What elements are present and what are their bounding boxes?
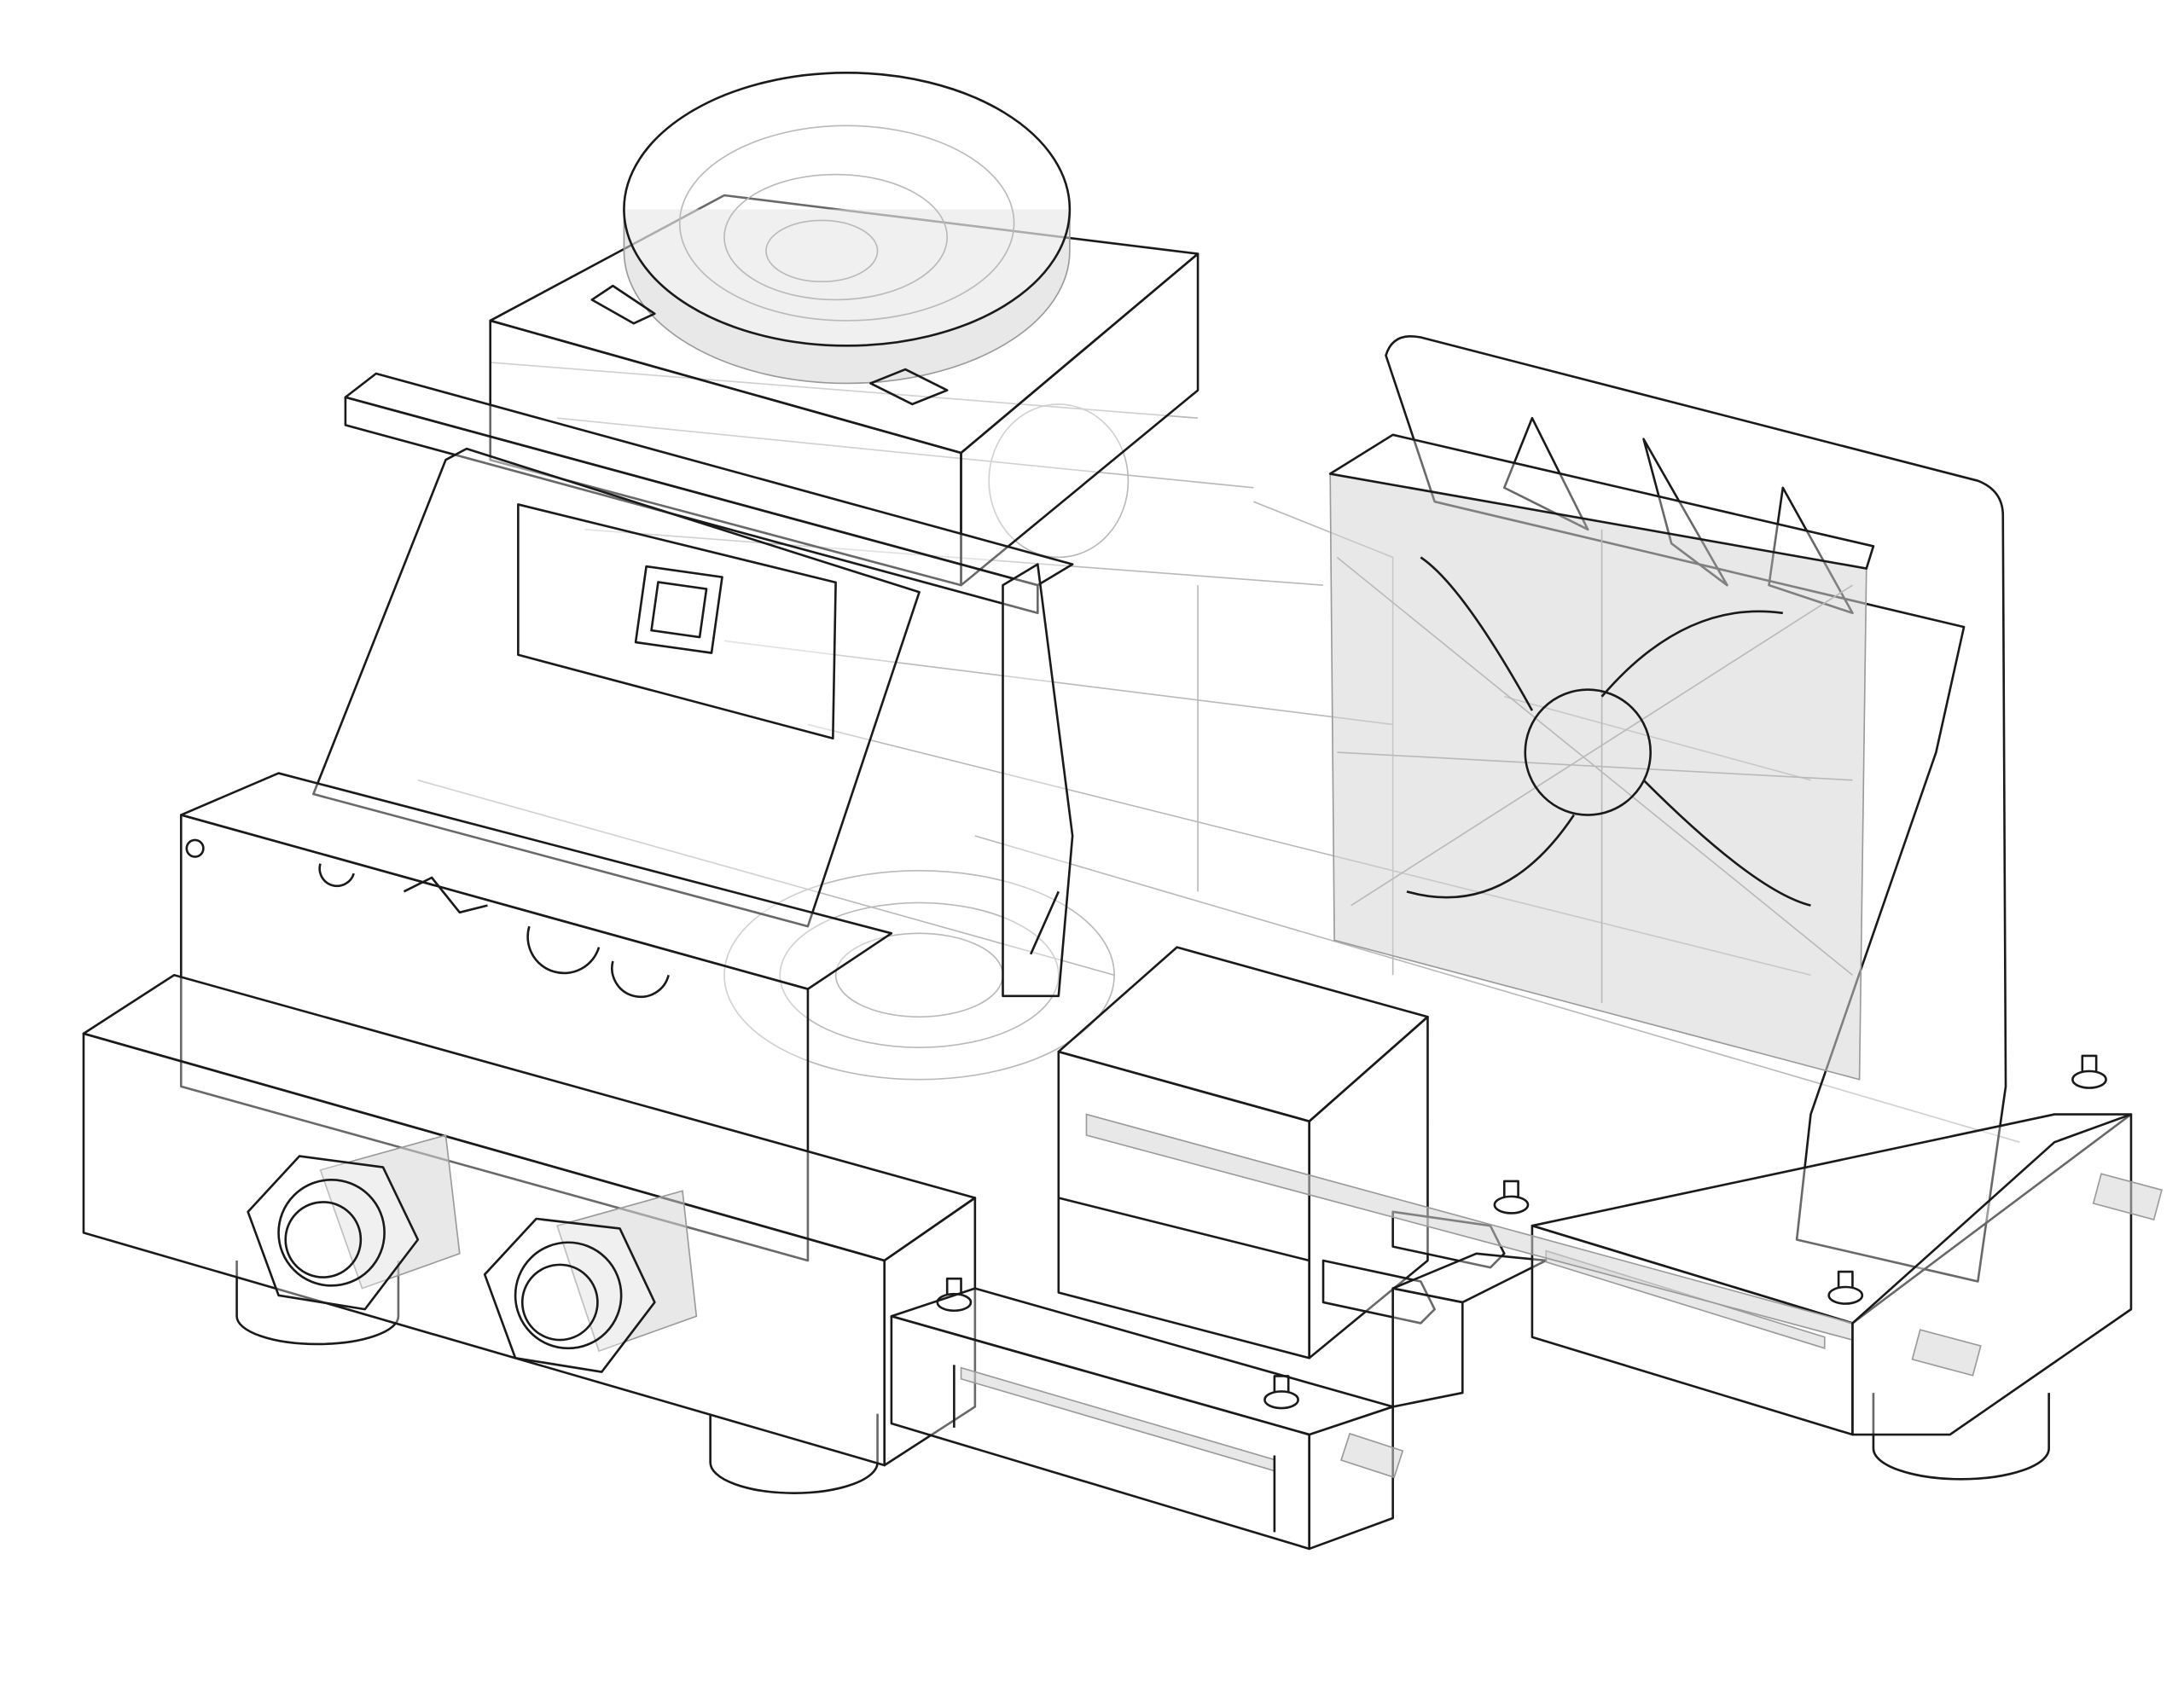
hex-fitting-right bbox=[483, 1190, 698, 1373]
foot-middle bbox=[709, 1413, 879, 1494]
feet bbox=[235, 1260, 2050, 1494]
cpu-mount-bracket bbox=[312, 372, 1074, 998]
foot-left bbox=[235, 1260, 400, 1346]
rail-right bbox=[1851, 1113, 2163, 1436]
nut-studs bbox=[936, 1054, 2107, 1410]
hex-fittings bbox=[247, 1133, 698, 1373]
foot-right bbox=[1872, 1393, 2050, 1481]
rail-middle bbox=[1085, 1113, 2133, 1436]
round-fan-top bbox=[590, 72, 1072, 406]
hex-fitting-left bbox=[247, 1133, 461, 1311]
square-fan bbox=[1328, 433, 1875, 1081]
rail-front bbox=[890, 1287, 1404, 1551]
threaded-rod-rails bbox=[890, 1054, 2163, 1551]
lower-enclosure-box bbox=[179, 772, 893, 1262]
lower-front-enclosure bbox=[82, 973, 977, 1467]
